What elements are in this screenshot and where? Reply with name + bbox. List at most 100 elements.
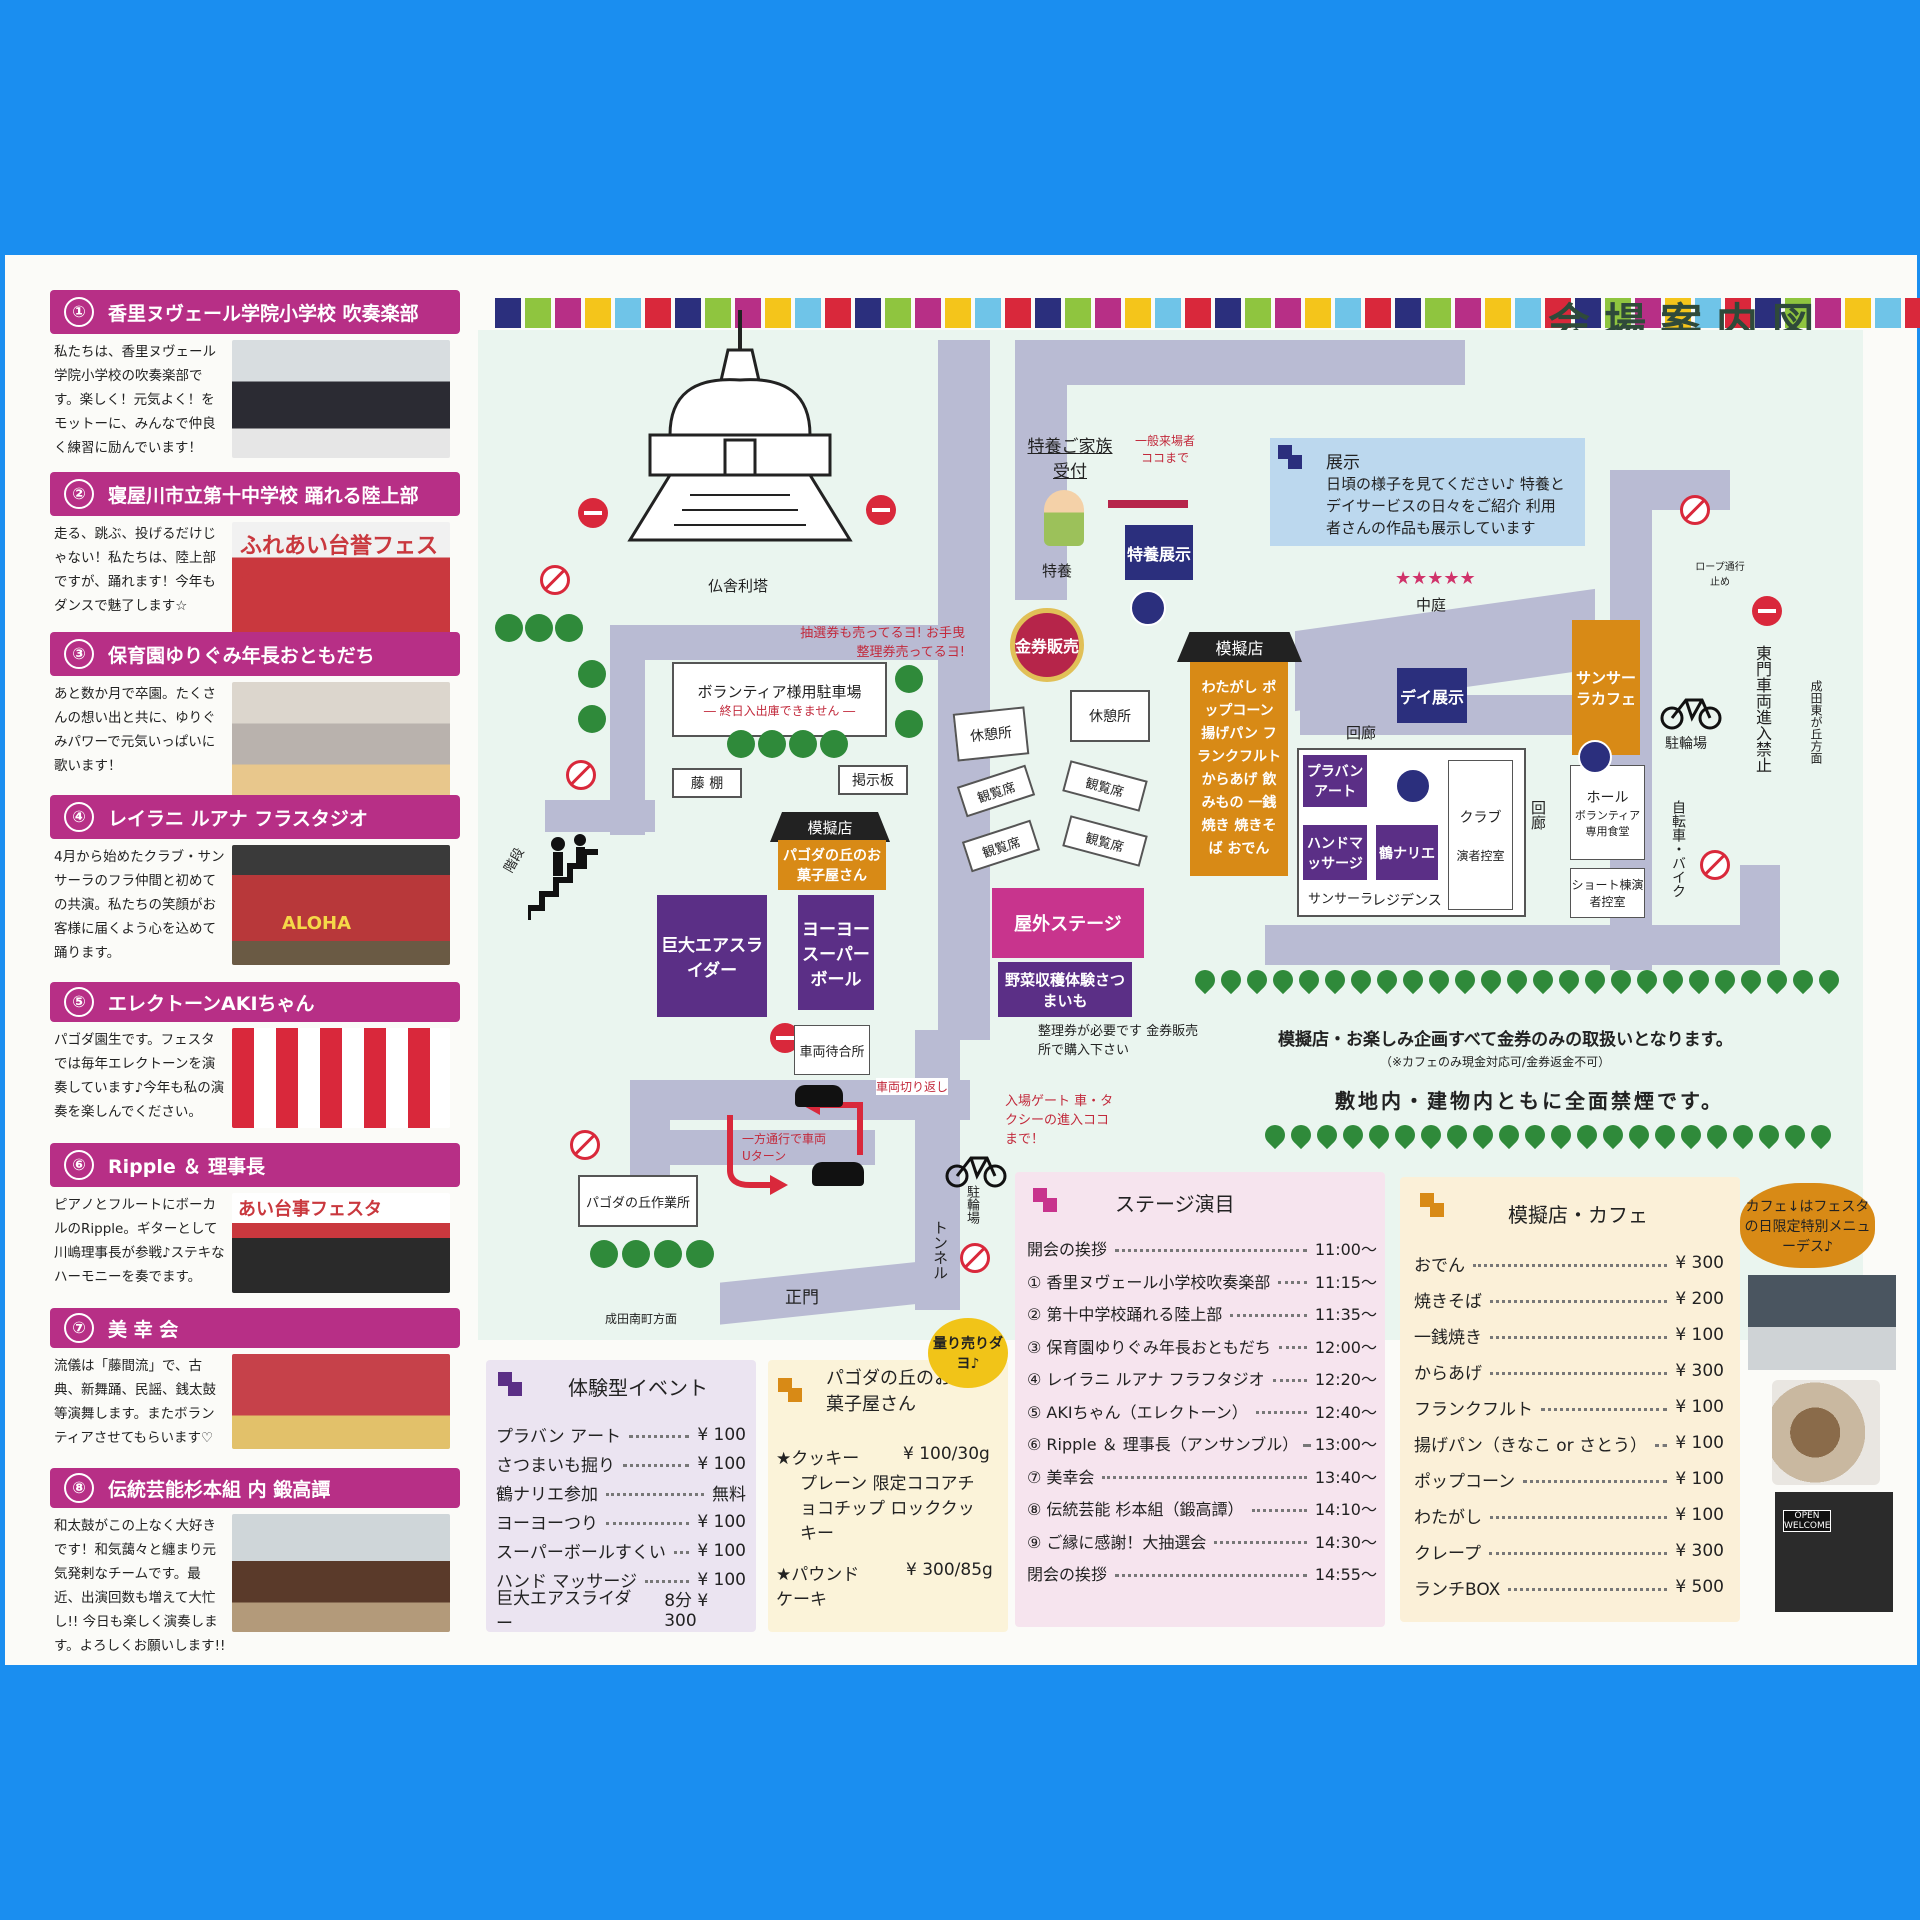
sweets-square-icon [778,1378,802,1402]
item-value: ¥ 100 [697,1569,746,1590]
volunteer-parking: ボランティア様用駐車場― 終日入出庫できません ― [672,662,887,737]
performer-name: 寝屋川市立第十中学校 踊れる陸上部 [108,484,419,507]
cafe-row: フランクフルト¥ 100 [1414,1389,1724,1425]
cookie-price: ¥ 100/30g [903,1444,990,1464]
cafe-row: ランチBOX¥ 500 [1414,1569,1724,1605]
sweets-title: パゴダの丘のお菓子屋さん [826,1368,952,1415]
no-entry-icon [866,495,896,525]
outdoor-stage[interactable]: 屋外ステージ [992,888,1144,958]
bike-parking-label-2: 駐輪場 [964,1185,979,1224]
leaf-decoration [1260,1120,1836,1150]
performer-text: あと数か月で卒園。たくさんの想い出と共に、ゆりぐみパワーで元気いっぱいに歌います… [54,686,216,774]
tokuyou-exhibit[interactable]: 特養展示 [1125,525,1193,580]
tree-icon [895,710,923,738]
restroom-icon [1578,740,1612,774]
lottery-note: 抽選券も売ってるヨ! お手曳整理券売ってるヨ! [800,626,965,660]
mock-shop-roof: 模擬店 [1177,632,1302,662]
performer-text: 私たちは、香里ヌヴェール学院小学校の吹奏楽部です。楽しく！元気よく！をモットーに… [54,344,216,456]
hand-massage[interactable]: ハンドマッサージ [1303,825,1367,880]
item-name: ⑤ AKIちゃん（エレクトーン） [1027,1402,1248,1422]
pagoda-sweets-shop[interactable]: パゴダの丘のお菓子屋さん [778,840,886,890]
car-turnaround-label: 車両切り返し [876,1078,949,1095]
item-value: ¥ 200 [1675,1289,1724,1309]
no-entry-icon [1752,596,1782,626]
item-value: 14:10～ [1314,1500,1377,1520]
dot-leader [1115,1573,1307,1577]
event-row: さつまいも掘り¥ 100 [496,1449,746,1478]
tree-icon [525,614,553,642]
item-name: ハンド マッサージ [496,1572,638,1592]
tree-icon [789,730,817,758]
air-slider[interactable]: 巨大エアスライダー [657,895,767,1017]
narita-south-label: 成田南町方面 [605,1312,678,1326]
event-row: ヨーヨーつり¥ 100 [496,1507,746,1536]
ticket-sales-booth[interactable]: 金券販売 [1010,608,1084,682]
item-name: ポップコーン [1414,1471,1516,1492]
dot-leader [1230,1313,1307,1317]
dot-leader [1278,1346,1307,1350]
car-icon [795,1085,843,1107]
bicycle-icon [945,1156,1007,1188]
tunnel-label: トンネル [931,1220,949,1280]
event-row: スーパーボールすくい¥ 100 [496,1536,746,1565]
rest-area-1: 休憩所 [952,706,1030,762]
no-smoking-notice: 敷地内・建物内ともに全面禁煙です。 [1335,1089,1724,1113]
photo-open-sign: OPEN WELCOME [1775,1492,1893,1612]
item-value: ¥ 100 [697,1540,746,1561]
corridor-label-2: 回廊 [1529,800,1547,830]
corridor-label: 回廊 [1346,724,1377,742]
performer-name: 美 幸 会 [108,1318,179,1341]
mock-shop-food[interactable]: わたがし ポップコーン 揚げパン フランクフルト からあげ 飲みもの 一銭焼き … [1190,662,1288,876]
plaban-art[interactable]: プラバンアート [1303,755,1367,807]
event-row: プラバン アート¥ 100 [496,1420,746,1449]
item-name: ランチBOX [1414,1579,1501,1600]
day-exhibit[interactable]: デイ展示 [1397,668,1467,723]
ticket-note: 整理券が必要です 金券販売所で購入下さい [1038,1024,1199,1058]
item-name: からあげ [1414,1363,1482,1384]
tree-icon [820,730,848,758]
item-value: 12:00～ [1314,1337,1377,1357]
no-entry-icon [578,498,608,528]
item-value: ¥ 100 [1675,1505,1724,1525]
item-value: 14:55～ [1314,1565,1377,1585]
item-name: 一銭焼き [1414,1327,1482,1348]
performer-name: 保育園ゆりぐみ年長おともだち [108,644,375,667]
sunsara-label: サンサーラ [1308,892,1374,907]
narie-workshop[interactable]: 鶴ナリエ [1376,825,1438,880]
performer-text: ピアノとフルートにボーカルのRipple。ギターとして川嶋理事長が参戦♪ステキな… [54,1197,225,1285]
item-value: ¥ 100 [1675,1433,1724,1453]
east-gate-label: 東門車両進入禁止 [1753,645,1772,773]
performer-name: 伝統芸能杉本組 内 鍛高譚 [108,1478,331,1501]
dot-leader [623,1464,690,1467]
sunsara-cafe[interactable]: サンサーラカフェ [1572,620,1640,755]
item-name: ⑨ ご縁に感謝！大抽選会 [1027,1532,1207,1552]
cafe-row: 一銭焼き¥ 100 [1414,1317,1724,1353]
dot-leader [1251,1508,1307,1512]
vegetable-harvest[interactable]: 野菜収穫体験さつまいも [998,962,1132,1017]
cafe-row: わたがし¥ 100 [1414,1497,1724,1533]
dot-leader [1523,1479,1668,1483]
cafe-row: ポップコーン ¥ 100 [1414,1461,1724,1497]
performer-text: 4月から始めたクラブ・サンサーラのフラ仲間と初めての共演。私たちの笑顔がお客様に… [54,849,225,961]
pagoda-illustration [627,310,853,542]
sweets-card: パゴダの丘のお菓子屋さん 量り売りダヨ♪ ★クッキー ¥ 100/30g プレー… [768,1318,1008,1632]
item-name: ヨーヨーつり [496,1514,598,1534]
item-value: ¥ 100 [1675,1469,1724,1489]
car-waiting-area: 車両待合所 [794,1025,870,1075]
pound-label: ★パウンドケーキ [776,1565,860,1610]
cafe-special-bubble: カフェ↓はフェスタの日限定特別メニューデス♪ [1740,1183,1875,1268]
road [545,800,655,832]
item-value: 無料 [712,1485,746,1505]
performer-name: Ripple ＆ 理事長 [108,1155,265,1178]
yoyo-superball[interactable]: ヨーヨースーパーボール [798,895,874,1010]
stage-row: ⑧ 伝統芸能 杉本組（鍛高譚）14:10～ [1027,1492,1377,1525]
pagoda-workshop: パゴダの丘作業所 [578,1175,698,1227]
dot-leader [629,1435,690,1438]
exhibit-square-icon [1278,445,1302,469]
